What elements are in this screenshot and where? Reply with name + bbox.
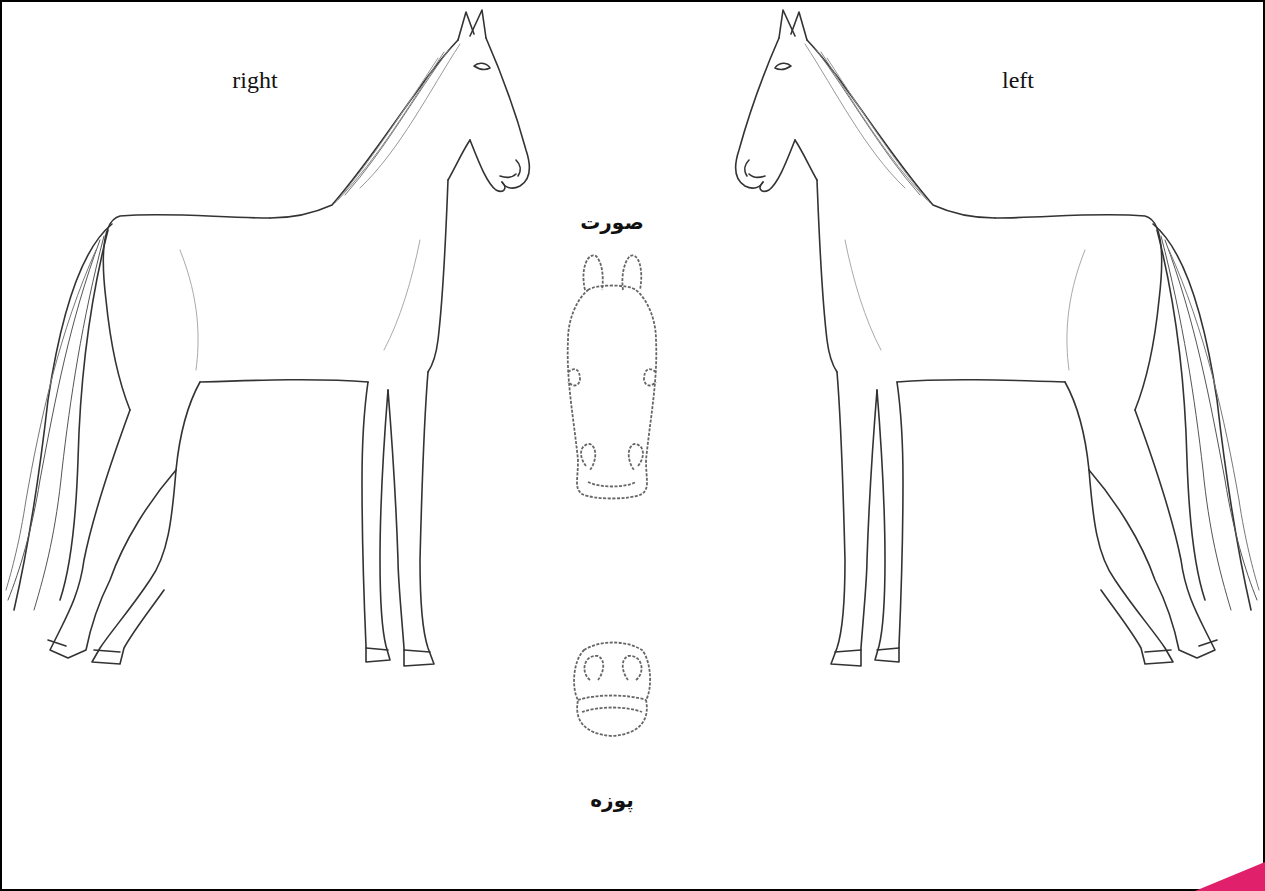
view-label: صورت (580, 210, 643, 234)
side-label: right (232, 66, 277, 95)
side-label: left (1002, 66, 1034, 95)
horse-facing-left (736, 10, 1259, 666)
head-front-view (568, 255, 657, 498)
view-label: پوزه (590, 788, 633, 812)
horse-facing-right (6, 10, 529, 666)
muzzle-view (574, 643, 650, 737)
corner-stripe (1195, 862, 1265, 891)
